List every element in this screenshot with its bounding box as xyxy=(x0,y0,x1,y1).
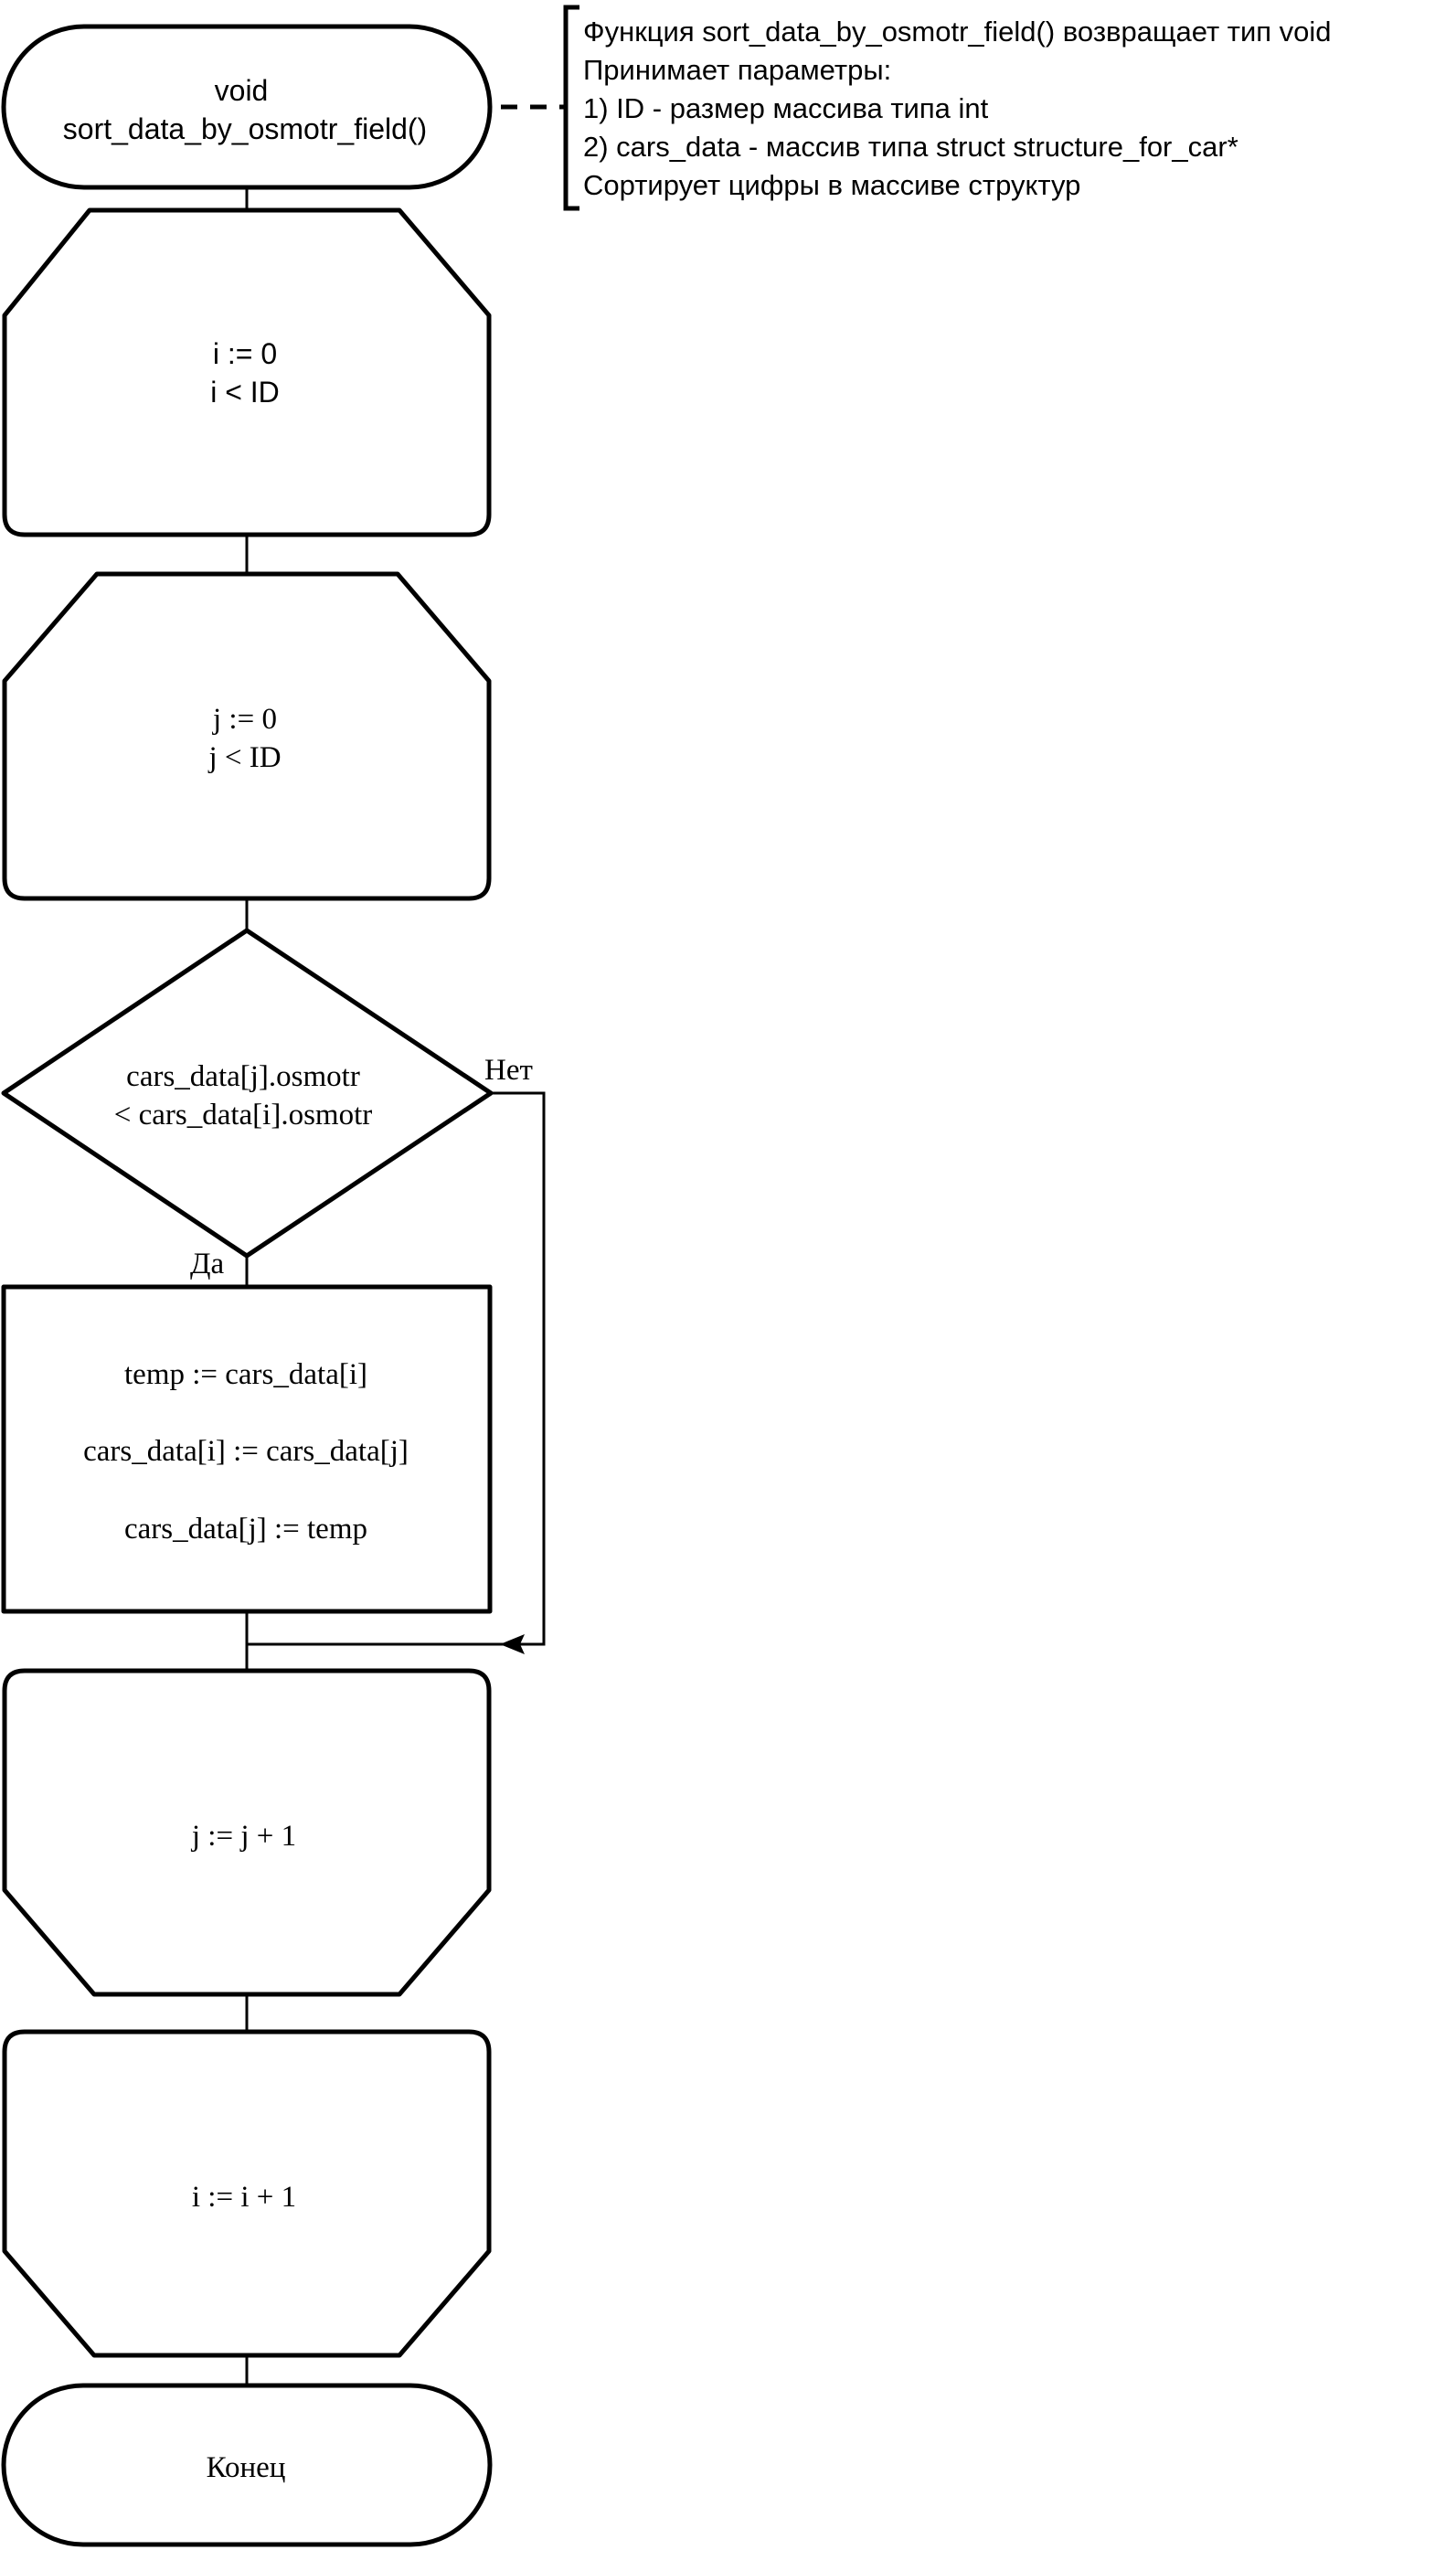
loop-j-end-text: j := j + 1 xyxy=(191,1820,296,1853)
loop-i-start-line1: i := 0 xyxy=(213,337,277,370)
comment-text: Функция sort_data_by_osmotr_field() возв… xyxy=(583,16,1332,201)
swap-line-1: temp := cars_data[i] xyxy=(124,1358,367,1391)
loop-i-end-text: i := i + 1 xyxy=(192,2181,296,2214)
swap-line-2: cars_data[i] := cars_data[j] xyxy=(83,1435,409,1468)
start-terminator: void sort_data_by_osmotr_field() xyxy=(1,24,493,190)
loop-i-end-shape xyxy=(2,2029,492,2358)
comment-line-2: Принимает параметры: xyxy=(583,54,891,86)
comment-line-1: Функция sort_data_by_osmotr_field() возв… xyxy=(583,16,1332,48)
loop-j-start-shape xyxy=(2,571,492,901)
comment-line-4: 2) cars_data - массив типа struct struct… xyxy=(583,131,1238,163)
loop-j-start: j := 0 j < ID xyxy=(2,571,492,901)
condition-yes-label: Да xyxy=(190,1248,225,1280)
swap-process: temp := cars_data[i] cars_data[i] := car… xyxy=(1,1284,493,1614)
end-terminator: Конец xyxy=(1,2383,493,2547)
condition-decision: cars_data[j].osmotr < cars_data[i].osmot… xyxy=(1,928,533,1280)
comment-line-5: Сортирует цифры в массиве структур xyxy=(583,169,1080,201)
condition-line2: < cars_data[i].osmotr xyxy=(114,1099,373,1132)
loop-i-end: i := i + 1 xyxy=(2,2029,492,2358)
end-terminator-shape xyxy=(1,2383,493,2547)
loop-i-start-line2: i < ID xyxy=(210,376,280,409)
swap-line-3: cars_data[j] := temp xyxy=(124,1513,367,1546)
loop-i-start-shape xyxy=(2,207,492,537)
connectors xyxy=(245,187,546,2385)
condition-line1: cars_data[j].osmotr xyxy=(126,1060,360,1093)
condition-decision-shape xyxy=(1,928,494,1259)
end-terminator-text: Конец xyxy=(207,2451,286,2484)
comment-bracket xyxy=(563,5,579,211)
arrowhead-merge xyxy=(500,1634,525,1654)
swap-process-shape xyxy=(1,1284,493,1614)
condition-no-label: Нет xyxy=(484,1054,533,1087)
start-terminator-line1: void xyxy=(215,74,269,107)
comment-line-3: 1) ID - размер массива типа int xyxy=(583,92,989,124)
start-terminator-shape xyxy=(1,24,493,190)
loop-i-start: i := 0 i < ID xyxy=(2,207,492,537)
loop-j-start-line1: j := 0 xyxy=(212,703,277,736)
loop-j-end-shape xyxy=(2,1668,492,1997)
loop-j-start-line2: j < ID xyxy=(207,741,281,774)
start-terminator-line2: sort_data_by_osmotr_field() xyxy=(63,112,427,145)
connector-no-branch xyxy=(491,1091,546,1646)
loop-j-end: j := j + 1 xyxy=(2,1668,492,1997)
